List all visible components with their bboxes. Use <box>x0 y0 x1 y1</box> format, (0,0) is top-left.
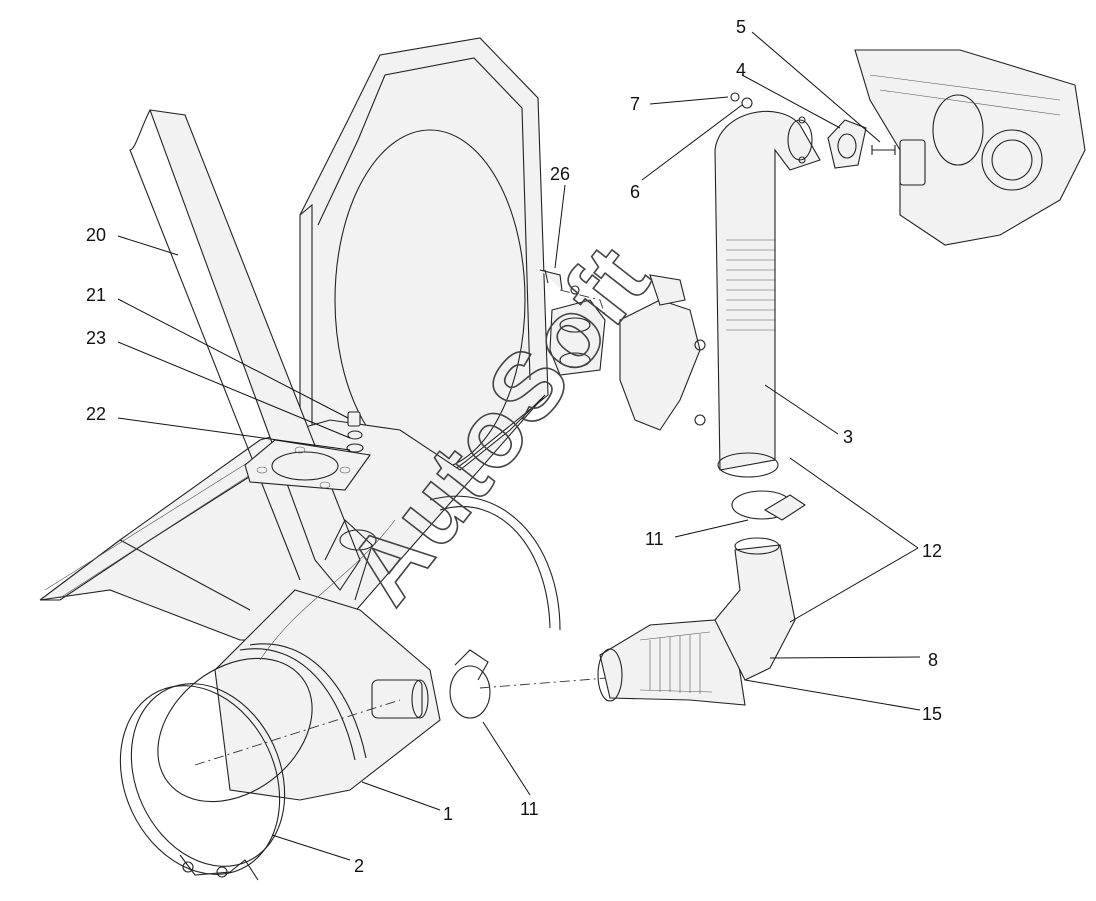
callout-2: 2 <box>354 856 364 876</box>
center-line <box>194 676 621 766</box>
bolt-21 <box>346 411 364 453</box>
leader-lines <box>117 31 921 861</box>
callout-12: 12 <box>922 541 942 561</box>
callout-3: 3 <box>843 427 853 447</box>
flex-hose <box>597 537 796 706</box>
clamp-11-upper <box>731 490 806 521</box>
nuts-6-7 <box>730 92 753 109</box>
band-clamp <box>119 683 286 881</box>
callout-1: 1 <box>443 804 453 824</box>
callout-20: 20 <box>86 225 106 245</box>
callout-21: 21 <box>86 285 106 305</box>
callout-15: 15 <box>922 704 942 724</box>
heat-shield <box>429 495 561 631</box>
callout-22: 22 <box>86 404 106 424</box>
mounting-flange <box>244 439 371 491</box>
floor-tray <box>39 394 546 641</box>
callout-11-upper: 11 <box>645 529 664 549</box>
callout-8: 8 <box>928 650 938 670</box>
silencer-body <box>157 519 441 803</box>
gasket-4 <box>827 119 867 169</box>
stud-5 <box>871 145 896 155</box>
callout-4: 4 <box>736 60 746 80</box>
callout-6: 6 <box>630 182 640 202</box>
callout-11-lower: 11 <box>520 799 539 819</box>
callout-26: 26 <box>550 164 570 184</box>
connector-pipe <box>371 649 491 719</box>
callout-5: 5 <box>736 17 746 37</box>
callout-7: 7 <box>630 94 640 114</box>
callout-labels: 5 4 7 6 26 20 21 23 22 3 11 12 8 15 1 11… <box>86 17 942 876</box>
mount-bracket <box>539 269 706 431</box>
vertical-exhaust-pipe <box>714 110 821 478</box>
turbo-manifold <box>854 49 1086 246</box>
callout-23: 23 <box>86 328 106 348</box>
